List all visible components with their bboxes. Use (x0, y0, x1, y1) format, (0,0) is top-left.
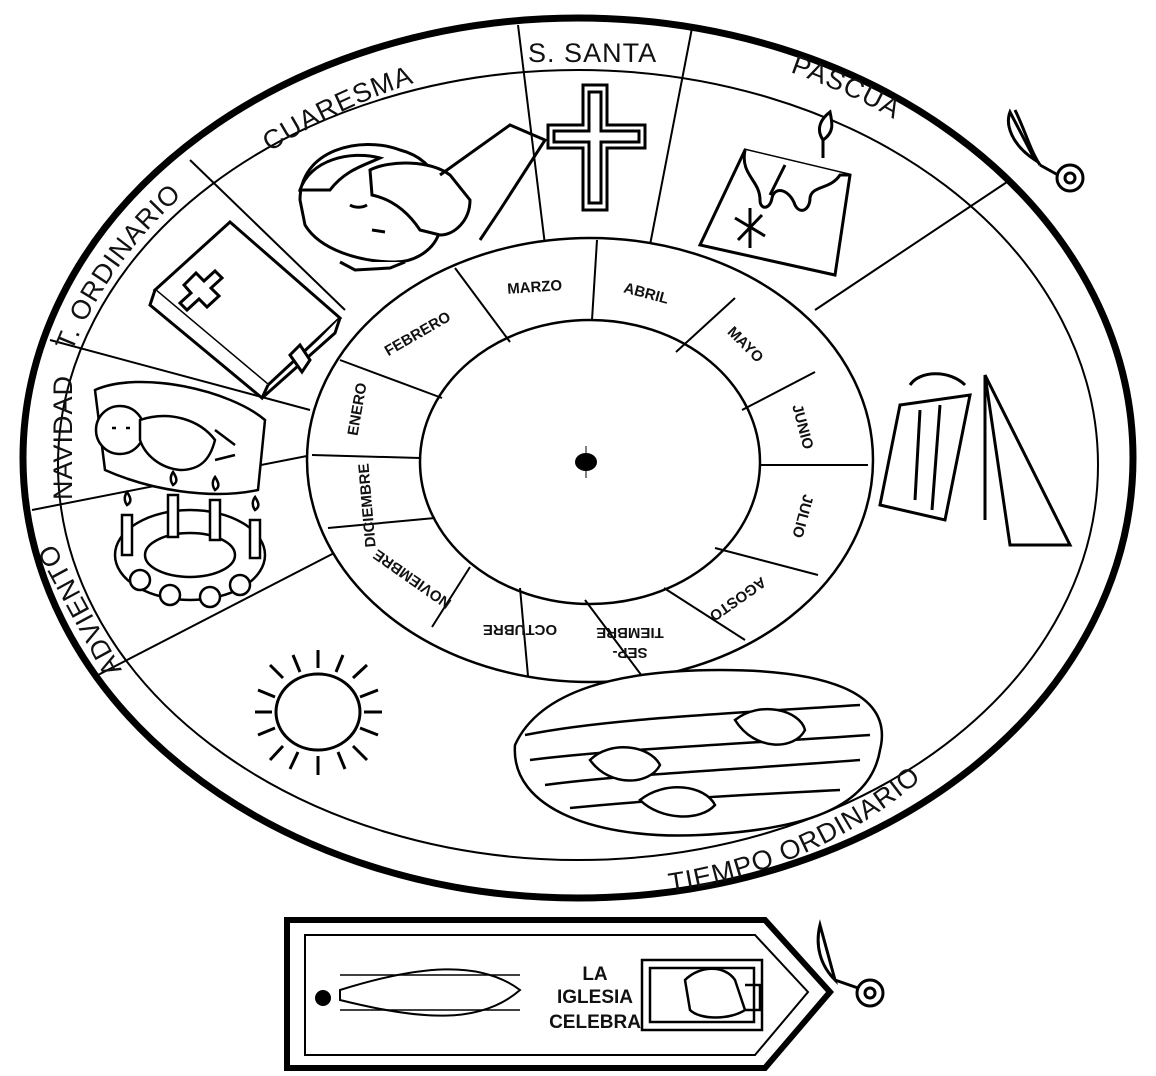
pointer-arrow[interactable]: LA IGLESIA CELEBRA (287, 920, 830, 1068)
month-label-septiembre-2: TIEMBRE (596, 624, 664, 641)
scissors-icon (1008, 110, 1083, 191)
month-label-septiembre-1: SEP- (612, 644, 647, 661)
arrow-pin-hole[interactable] (315, 990, 331, 1006)
season-label-semana-santa: S. SANTA (528, 38, 657, 68)
month-label-octubre: OCTUBRE (483, 621, 557, 638)
arrow-text-line3: CELEBRA (549, 1012, 641, 1033)
season-label-navidad: NAVIDAD (48, 375, 78, 500)
arrow-text-line2: IGLESIA (557, 987, 633, 1008)
fish-icon (515, 670, 882, 836)
arrow-text-line1: LA (582, 964, 608, 985)
chalice-icon (642, 960, 762, 1030)
